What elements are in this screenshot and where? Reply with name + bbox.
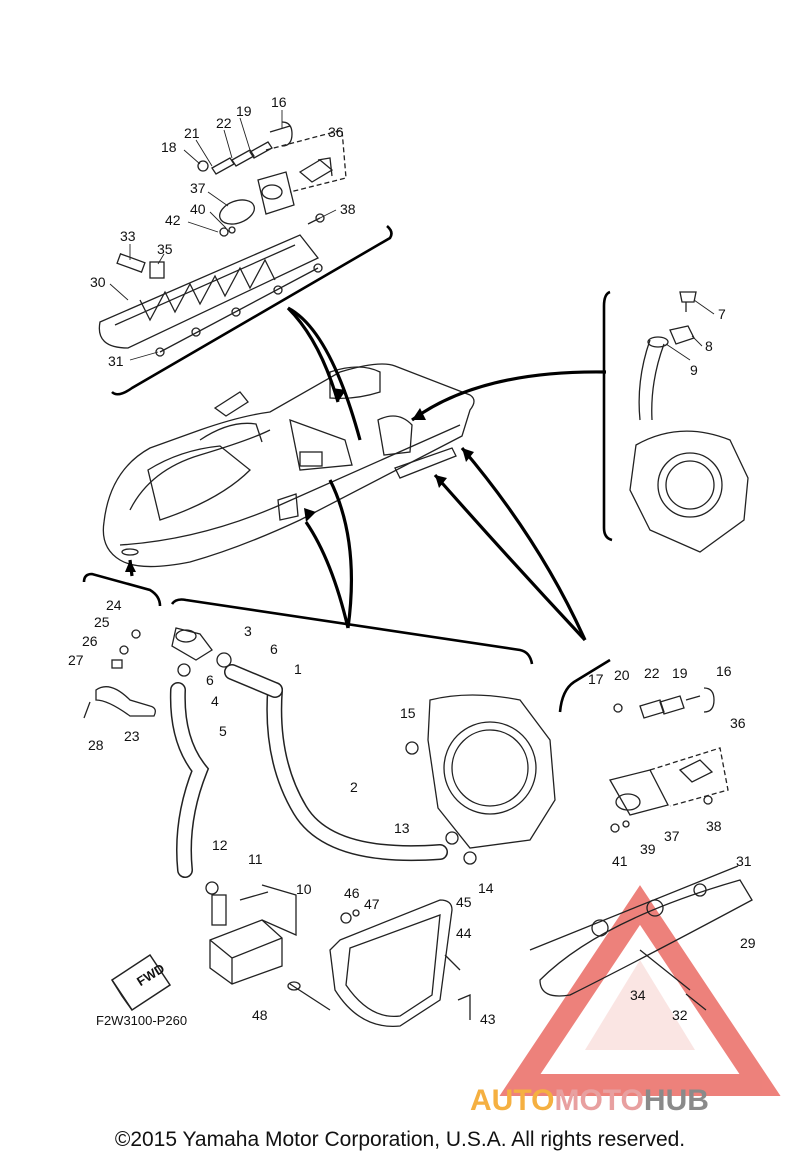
callout-28: 28 [88, 737, 104, 753]
upper-right-detail [602, 290, 749, 553]
callout-31-bottom: 31 [736, 853, 752, 869]
callout-44: 44 [456, 925, 472, 941]
callout-27: 27 [68, 652, 84, 668]
callout-26: 26 [82, 633, 98, 649]
detail-bracket-top [111, 225, 393, 396]
callout-21: 21 [184, 125, 200, 141]
callout-37-bottom: 37 [664, 828, 680, 844]
callout-6-left: 6 [206, 672, 214, 688]
callout-41: 41 [612, 853, 628, 869]
callout-25: 25 [94, 614, 110, 630]
callout-14: 14 [478, 880, 494, 896]
hull-outline [102, 363, 475, 568]
callout-43: 43 [480, 1011, 496, 1027]
callout-24: 24 [106, 597, 122, 613]
callout-19-bottom: 19 [672, 665, 688, 681]
callout-42: 42 [165, 212, 181, 228]
callout-12: 12 [212, 837, 228, 853]
callout-18: 18 [161, 139, 177, 155]
callout-34: 34 [630, 987, 646, 1003]
callout-29: 29 [740, 935, 756, 951]
callout-48: 48 [252, 1007, 268, 1023]
callout-9: 9 [690, 362, 698, 378]
callout-22-bottom: 22 [644, 665, 660, 681]
callout-38-top: 38 [340, 201, 356, 217]
watermark-part-auto: AUTO [470, 1084, 554, 1117]
callout-10: 10 [296, 881, 312, 897]
callout-19-top: 19 [236, 103, 252, 119]
callout-7: 7 [718, 306, 726, 322]
upper-left-detail [98, 121, 393, 396]
callout-36-bottom: 36 [730, 715, 746, 731]
callout-5: 5 [219, 723, 227, 739]
callout-46: 46 [344, 885, 360, 901]
callout-37-top: 37 [190, 180, 206, 196]
callout-8: 8 [705, 338, 713, 354]
lower-right-bracket [558, 658, 611, 713]
callout-2: 2 [350, 779, 358, 795]
callout-33: 33 [120, 228, 136, 244]
callout-1: 1 [294, 661, 302, 677]
fwd-arrow-icon [110, 953, 172, 1012]
svg-text:AUTOMOTOHUB: AUTOMOTOHUB [470, 1084, 709, 1117]
callout-36-top: 36 [328, 124, 344, 140]
sponson-rail-left [98, 234, 320, 349]
callout-16-bottom: 16 [716, 663, 732, 679]
lower-detail [82, 572, 753, 1028]
lower-mid-bracket [170, 598, 534, 665]
callout-16-top: 16 [271, 94, 287, 110]
callout-labels: 16 19 22 36 21 18 37 40 42 38 33 35 30 3… [68, 94, 756, 1028]
callout-32: 32 [672, 1007, 688, 1023]
watermark-logo [499, 885, 781, 1096]
watermark-text: AUTOMOTOHUB [470, 1084, 709, 1117]
callout-13: 13 [394, 820, 410, 836]
callout-23: 23 [124, 728, 140, 744]
callout-3: 3 [244, 623, 252, 639]
watercraft-body [102, 363, 475, 568]
callout-38-bottom: 38 [706, 818, 722, 834]
pointer-arrows [125, 306, 607, 642]
callout-17: 17 [588, 671, 604, 687]
diagram-code: F2W3100-P260 [96, 1013, 187, 1028]
watermark-part-hub: HUB [644, 1084, 709, 1117]
callout-35: 35 [157, 241, 173, 257]
callout-40: 40 [190, 201, 206, 217]
callout-6-right: 6 [270, 641, 278, 657]
watermark-part-moto: MOTO [554, 1084, 643, 1117]
callout-47: 47 [364, 896, 380, 912]
callout-22-top: 22 [216, 115, 232, 131]
callout-31-top: 31 [108, 353, 124, 369]
callout-11: 11 [248, 851, 263, 867]
callout-45: 45 [456, 894, 472, 910]
copyright-notice: ©2015 Yamaha Motor Corporation, U.S.A. A… [114, 1128, 686, 1151]
callout-20: 20 [614, 667, 630, 683]
callout-39: 39 [640, 841, 656, 857]
callout-15: 15 [400, 705, 416, 721]
leader-lines [109, 110, 715, 361]
lower-left-bracket [82, 572, 162, 607]
callout-30: 30 [90, 274, 106, 290]
callout-4: 4 [211, 693, 219, 709]
